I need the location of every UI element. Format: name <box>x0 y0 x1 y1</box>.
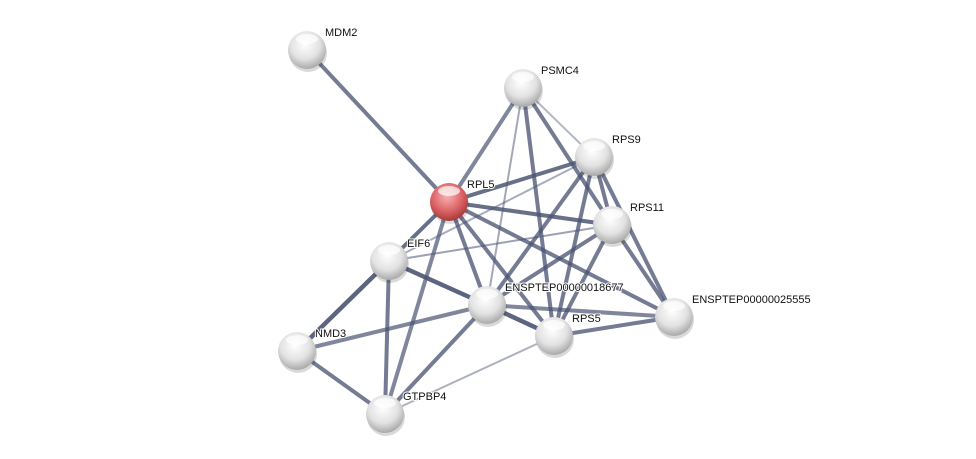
node-label: PSMC4 <box>541 65 579 77</box>
edge-RPS5-GTPBP4[interactable] <box>384 335 555 415</box>
edge-PSMC4-E18677[interactable] <box>486 87 524 306</box>
edge-RPS9-E18677[interactable] <box>485 155 596 307</box>
node-label: NMD3 <box>315 328 346 340</box>
node-PSMC4[interactable]: PSMC4 <box>504 64 580 110</box>
nodes-layer: MDM2PSMC4RPS9RPL5RPS11EIF6ENSPTEP0000001… <box>278 26 812 436</box>
node-E25555[interactable]: ENSPTEP00000025555 <box>655 293 812 339</box>
edge-PSMC4-RPS11[interactable] <box>521 86 614 227</box>
edge-RPS11-RPS5[interactable] <box>552 224 614 337</box>
edge-RPS11-EIF6[interactable] <box>388 224 613 262</box>
edge-RPS9-EIF6[interactable] <box>388 156 595 262</box>
edge-E18677-E25555[interactable] <box>486 303 675 319</box>
node-label: RPL5 <box>467 179 495 191</box>
node-label: GTPBP4 <box>403 391 446 403</box>
edge-RPS5-E25555[interactable] <box>553 315 675 338</box>
edge-MDM2-RPL5[interactable] <box>305 48 451 204</box>
node-label: ENSPTEP00000018677 <box>505 282 624 294</box>
edge-RPL5-RPS9[interactable] <box>448 155 595 204</box>
node-label: RPS11 <box>630 202 664 214</box>
edge-RPS11-E18677[interactable] <box>485 223 614 307</box>
edge-RPS9-RPS5[interactable] <box>552 156 596 337</box>
edge-PSMC4-RPS5[interactable] <box>521 87 556 337</box>
node-label: RPS9 <box>612 134 641 146</box>
node-label: EIF6 <box>407 238 430 250</box>
node-MDM2[interactable]: MDM2 <box>288 26 358 72</box>
edge-RPS9-E25555[interactable] <box>592 156 676 318</box>
edge-RPL5-RPS5[interactable] <box>447 200 556 338</box>
node-EIF6[interactable]: EIF6 <box>370 237 431 283</box>
node-RPS11[interactable]: RPS11 <box>593 201 665 247</box>
edge-PSMC4-RPL5[interactable] <box>447 86 525 204</box>
node-label: MDM2 <box>325 27 357 39</box>
node-label: ENSPTEP00000025555 <box>692 294 811 306</box>
edge-E18677-GTPBP4[interactable] <box>383 303 489 416</box>
edge-E18677-NMD3[interactable] <box>296 303 488 353</box>
edge-RPL5-GTPBP4[interactable] <box>383 201 451 415</box>
node-NMD3[interactable]: NMD3 <box>278 327 347 373</box>
node-RPL5[interactable]: RPL5 <box>430 178 496 224</box>
node-GTPBP4[interactable]: GTPBP4 <box>366 390 447 436</box>
node-RPS9[interactable]: RPS9 <box>575 133 642 179</box>
node-E18677[interactable]: ENSPTEP00000018677 <box>468 281 625 327</box>
node-RPS5[interactable]: RPS5 <box>535 312 602 358</box>
edge-EIF6-NMD3[interactable] <box>295 259 391 353</box>
node-label: RPS5 <box>572 313 601 325</box>
edge-RPL5-RPS11[interactable] <box>448 200 613 227</box>
edge-EIF6-GTPBP4[interactable] <box>383 260 391 415</box>
